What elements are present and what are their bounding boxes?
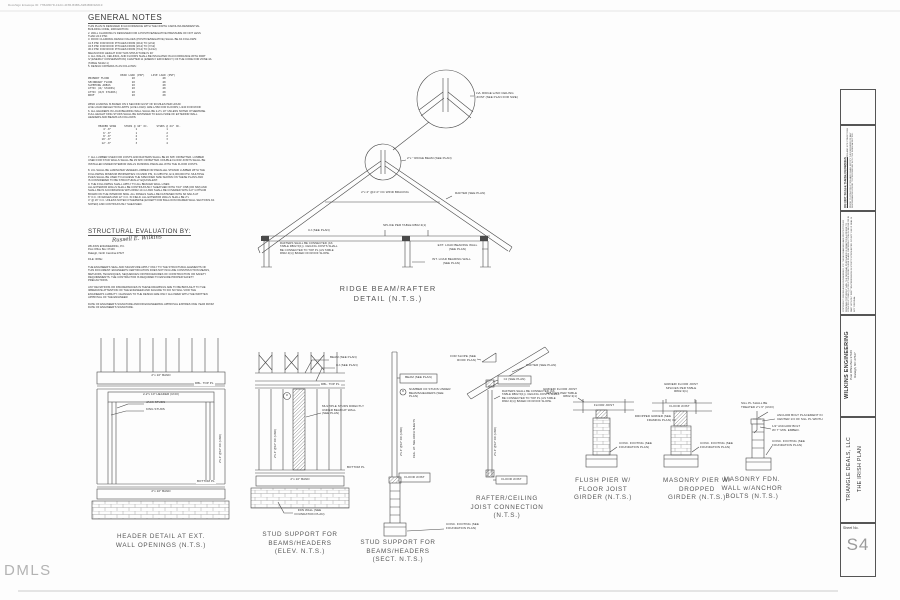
splice-table-label: SPLICE PER TABLE R802.3(1) <box>383 223 427 227</box>
pier-splice-label: GIRDER/ FLOOR JOIST SPLICES PER TABLE R8… <box>664 382 698 394</box>
general-notes-body-3: 7. ALL LUMBER USED FOR JOISTS AND RAFTER… <box>88 156 215 206</box>
ridge-beam-label: 2"x " RIDGE BEAM (SEE PLAN) <box>407 156 452 160</box>
general-notes-body-2: WIND LOADING IS BASED ON 3 SECOND GUST O… <box>88 103 206 120</box>
ridge-detail-title: RIDGE BEAM/RAFTER DETAIL (N.T.S.) <box>339 284 437 303</box>
sect-footing-label: CONC. FOOTING (SEE FOUNDATION PLAN) <box>446 522 479 530</box>
sill-plate-label: SILL PL SHALL BE TREATED 2"x 6" (UNO) <box>741 401 774 409</box>
band-bottom-label: 2"x 10" BAND <box>151 489 171 493</box>
titleblock-box-notes <box>840 125 876 211</box>
sect-stud-spacing-vertical-label: 2"x 4" @16" OC (UNO) <box>399 427 403 456</box>
king-studs-label: KING STUDS <box>146 407 165 411</box>
cj-stud-spacing-vertical-label: 2"x 4" @16" OC (UNO) <box>493 427 497 456</box>
engineer-firm-block: WILKINS ENGINEERING, P.C. Post Office Bo… <box>88 245 125 262</box>
pier-footing-label: CONC. FOOTING (SEE FOUNDATION PLAN) <box>700 441 733 449</box>
general-notes-body-1: THIS PLAN IS DESIGNED IN ACCORDANCE WITH… <box>88 25 212 69</box>
cj-box-label: CJ (SEE PLAN) <box>503 376 526 381</box>
evaluation-body: THE ENGINEER'S SEAL AND SIGNATURE APPLY … <box>88 266 214 310</box>
masonry-fdn-linework <box>745 411 776 471</box>
titleblock-box-copyright <box>840 211 876 315</box>
masonry-pier-linework <box>652 399 712 468</box>
rafter-label: RAFTER (SEE PLAN) <box>455 191 486 195</box>
jack-studs-label: JACK STUDS <box>146 400 166 404</box>
rafter-cj-title: RAFTER/CEILING JOIST CONNECTION (N.T.S.) <box>470 495 544 520</box>
cj-connection-note: RAFTERS SHALL BE CONNECTED (AS TABLE R80… <box>502 389 560 404</box>
sheet-number: S4 <box>846 535 870 554</box>
stud-sect-title: STUD SUPPORT FOR BEAMS/HEADERS (SECT. N.… <box>360 539 436 564</box>
pier-floor-joist-label: FLOOR JOIST <box>669 403 690 408</box>
copyright-block: COPYRIGHT 2008 WILKINS ENGINEERING, P.C.… <box>843 213 857 312</box>
dropped-girder-label: DROPPED GIRDER (SEE FRAMING PLAN) <box>634 414 671 422</box>
int-bearing-wall-label: INT. LOAD BEARING WALL (SEE PLAN) <box>432 257 471 265</box>
ext-bearing-wall-label: EXT. LOAD BEARING WALL (SEE PLAN) <box>437 243 478 251</box>
docusign-envelope-id: DocuSign Envelope ID: 77BA8D7D-13AC-4F65… <box>8 3 103 7</box>
header-detail-title: HEADER DETAIL AT EXT. WALL OPENINGS (N.T… <box>115 533 207 549</box>
lvl-ridge-bubble-label: LVL RIDGE w/NO CEILING JOIST (SEE PLAN F… <box>476 91 518 99</box>
titleblock-box-blank <box>840 89 876 125</box>
ceiling-height-vertical-label: CEIL. HT. SEE ARCH SHEETS <box>412 419 416 458</box>
flush-footing-label: CONC. FOOTING (SEE FOUNDATION PLAN) <box>619 441 652 449</box>
sect-floor-joist-label: FLOOR JOIST <box>404 474 425 479</box>
evaluation-title: STRUCTURAL EVALUATION BY: <box>88 228 191 236</box>
sect-beam-label: BEAM (SEE PLAN) <box>405 375 432 379</box>
copyright-text: COPYRIGHT 2008 WILKINS ENGINEERING, P.C.… <box>843 215 856 312</box>
titleblock-note-text: THE CONTRACTOR SHALL VERIFY ALL DIMENSIO… <box>847 128 855 208</box>
stud-elev-linework <box>250 352 350 514</box>
ridge-detail-linework <box>257 69 513 268</box>
firm-block: WILKINS ENGINEERING Post Office Box 3744… <box>844 316 858 414</box>
bottom-plate-label: BOTTOM PL <box>196 479 216 484</box>
titleblock-box-firm <box>840 315 876 417</box>
plan-name: THE IRISH PLAN <box>857 445 863 493</box>
titleblock-box-project <box>840 417 876 523</box>
stud-elev-title: STUD SUPPORT FOR BEAMS/HEADERS (ELEV. N.… <box>262 531 338 556</box>
design-load-table: DEAD LOAD (PSF) LIVE LOAD (PSF) PRIMARY … <box>88 73 176 98</box>
masonry-fdn-title: MASONRY FDN. WALL w/ANCHOR BOLTS (N.T.S.… <box>721 476 783 501</box>
band-top-label: 2"x 10" BAND <box>151 373 171 377</box>
rafter-cj-linework <box>466 346 550 485</box>
elev-band-label: 2"x 10" BAND <box>290 477 310 481</box>
masonry-pier-title: MASONRY PIER W/ DROPPED GIRDER (N.T.S.) <box>663 477 731 502</box>
anchor-bolt-label: 1/2" ANCHOR BOLT W/ 7" MIN. EMBED. <box>772 424 801 432</box>
wind-bracing-label: 2"x 4" @4'-0" OC WIND BRACING <box>361 190 409 194</box>
elev-bottom-plate-label: BOTTOM PL <box>346 465 366 470</box>
anchor-placement-label: ANCHOR BOLT PLACEMENT IN CENTER 1/3 OF S… <box>777 413 823 421</box>
stud-sect-linework <box>383 351 445 537</box>
fdn-footing-label: CONC. FOOTING (SEE FOUNDATION PLAN) <box>772 439 805 447</box>
elev-stud-spacing-vertical-label: 2"x 4" @16" OC (UNO) <box>273 429 277 458</box>
titleblock-box-sheet <box>840 523 876 577</box>
project-block: TRIANGLE DEALS, LLC THE IRISH PLAN <box>846 419 863 519</box>
flush-floor-joist-label: FLOOR JOIST <box>593 402 615 407</box>
sheet-frame <box>0 10 900 592</box>
multiple-studs-note: MULTIPLE STUDS DIRECTLY UNDER BEAM AT WA… <box>322 404 365 416</box>
flush-pier-title: FLUSH PIER W/ FLOOR JOIST GIRDER (N.T.S.… <box>573 477 633 502</box>
general-notes-title: GENERAL NOTES <box>88 13 163 24</box>
firm-address: Post Office Box 37446 Raleigh, NC 27627 <box>849 350 857 380</box>
fdn-wall-label: FDN WALL (SEE FOUNDATION PLAN) <box>294 508 325 516</box>
dbl-top-plate-label: DBL. TOP PL <box>194 381 215 386</box>
header-stud-table: HEADER SPAN STUDS @ 16" OC. STUDS @ 24" … <box>98 124 181 145</box>
sheet-number-label: Sheet No. <box>843 526 859 530</box>
client-name: TRIANGLE DEALS, LLC <box>846 436 852 502</box>
elev-dbl-top-plate-label: DBL. TOP PL <box>320 382 341 387</box>
elev-beam-label: BEAM (SEE PLAN) <box>330 355 357 359</box>
sect-stud-count-symbol: # <box>402 389 404 393</box>
header-detail-linework <box>91 338 230 520</box>
dmls-watermark: DMLS <box>4 562 52 579</box>
cj-floor-joist-label: FLOOR JOIST <box>501 477 522 481</box>
header-label: 2-2"x 10" HEADER (UNO) <box>142 392 180 396</box>
ceiling-joist-label: CJ (SEE PLAN) <box>308 228 330 232</box>
slope-label: FOR SLOPE (SEE ROOF PLAN) <box>450 354 476 362</box>
header-stud-spacing-vertical-label: 2"x 4" @16" OC (UNO) <box>218 434 222 463</box>
cj-rafter-label: RAFTER (SEE PLAN) <box>526 363 557 367</box>
elev-stud-count-symbol: # <box>286 392 288 397</box>
do-not-scale-block: DO NOT SCALE THESE DRAWINGS THE CONTRACT… <box>843 128 855 208</box>
flush-splice-label: GIRDER/ FLOOR JOIST SPLICES PER TABLE R8… <box>543 387 577 399</box>
number-of-studs-note: NUMBER OF STUDS UNDER BEAMS/HEADERS (SEE… <box>409 387 451 399</box>
flush-pier-linework <box>573 397 634 468</box>
rafter-connection-note: RAFTERS SHALL BE CONNECTED (AS TABLE R80… <box>280 241 338 256</box>
elev-cj-label: CJ (SEE PLAN) <box>336 363 358 367</box>
